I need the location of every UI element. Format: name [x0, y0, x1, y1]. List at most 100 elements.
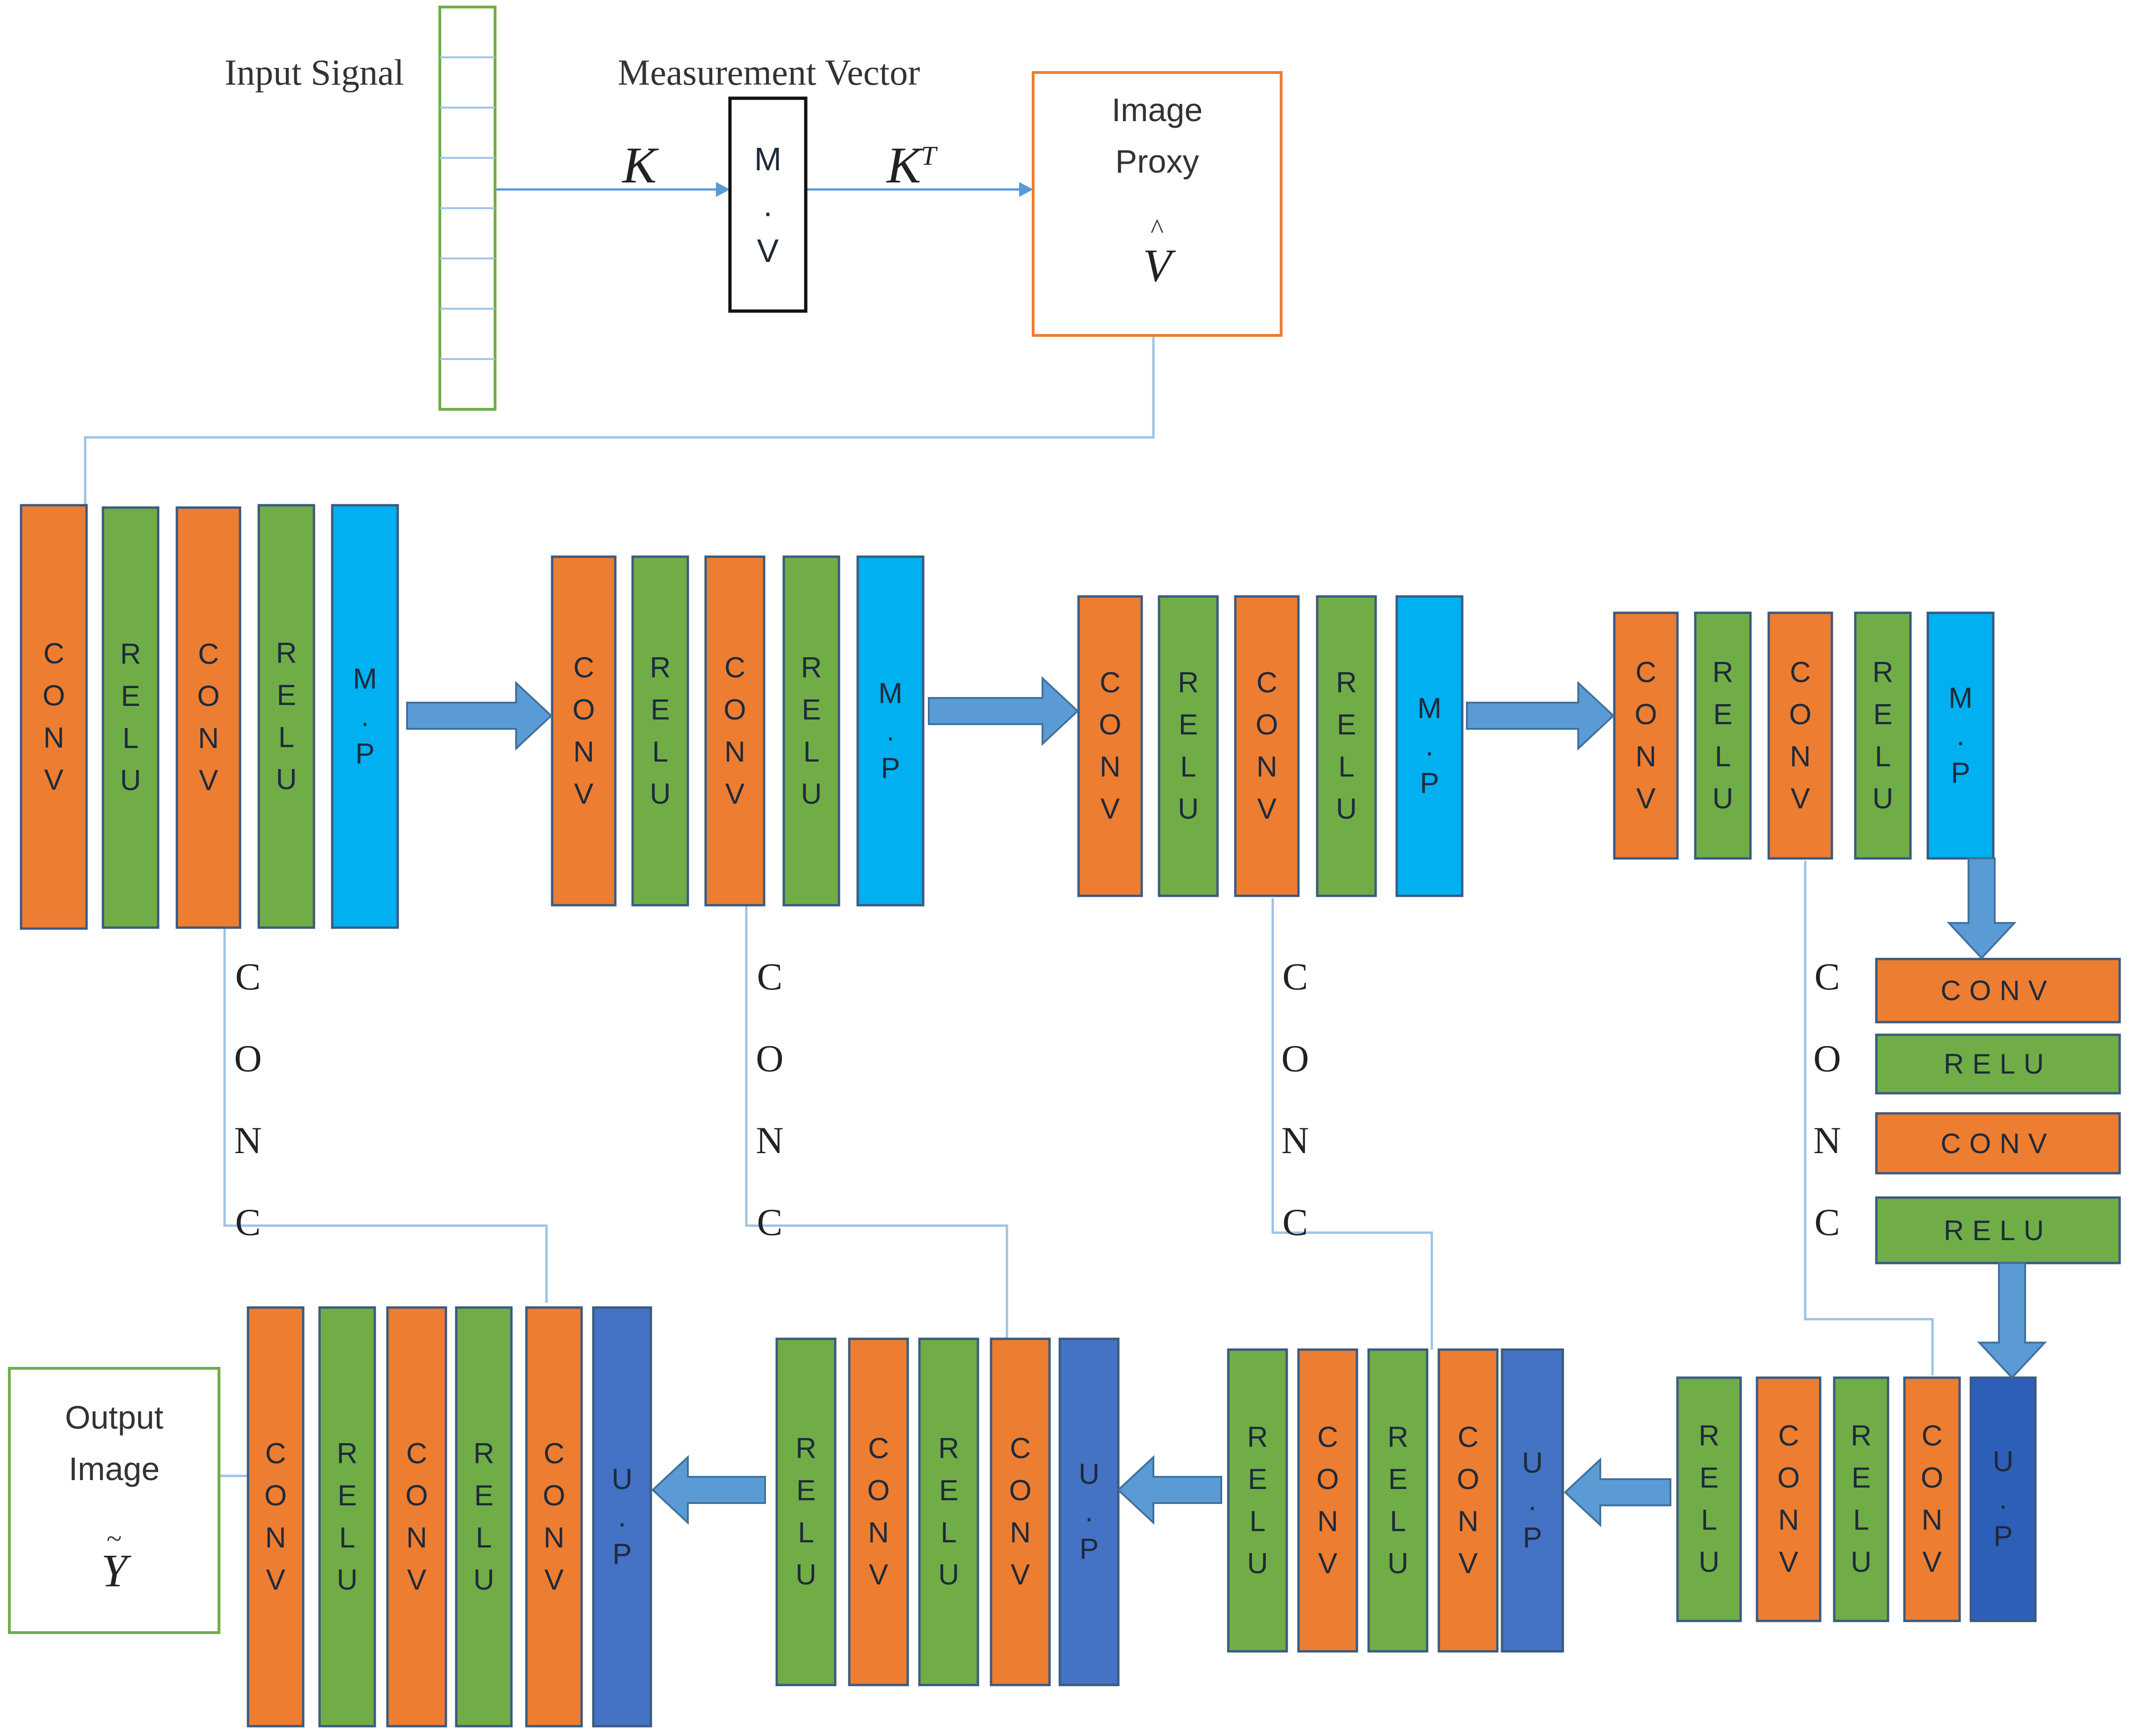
arrow-enc2-to-enc3	[928, 676, 1079, 746]
bottleneck-conv-label: CONV	[1940, 975, 2056, 1006]
output-image-line1: Output	[65, 1399, 164, 1436]
layer-label-letter: U	[795, 1559, 817, 1591]
image-proxy-symbol: V	[1143, 240, 1172, 291]
layer-label-letter: U	[1712, 782, 1734, 815]
layer-label-letter: C	[868, 1432, 889, 1465]
layer-label-letter: N	[1317, 1505, 1338, 1538]
layer-label-letter: L	[339, 1521, 356, 1554]
image-proxy-line2: Proxy	[1115, 143, 1199, 180]
layer-label-letter: R	[336, 1437, 358, 1470]
kt-superscript: T	[921, 140, 936, 171]
mp-layer-label: M.P	[1928, 613, 1993, 858]
layer-label-letter: O	[1777, 1462, 1800, 1494]
layer-label-letter: P	[612, 1538, 632, 1570]
mp-layer-block	[331, 504, 399, 929]
bottleneck-relu-label: RELU	[1943, 1214, 2053, 1246]
layer-label-letter: C	[1778, 1420, 1799, 1452]
relu-layer-block	[775, 1337, 837, 1686]
conv-layer-block	[1767, 611, 1833, 860]
layer-label-letter: E	[1178, 709, 1198, 741]
layer-label-letter: L	[1180, 751, 1196, 783]
layer-label-letter: L	[1701, 1504, 1717, 1536]
layer-label-letter: R	[649, 651, 671, 684]
relu-layer-block	[1676, 1376, 1742, 1622]
relu-layer-block	[1833, 1376, 1889, 1622]
up-layer-block	[1969, 1376, 2037, 1622]
layer-label-letter: M	[1948, 682, 1973, 714]
relu-layer-block	[631, 555, 689, 907]
layer-label-letter: C	[543, 1437, 565, 1470]
image-proxy-accent: ^	[1150, 213, 1164, 244]
arrow-bottleneck-to-dec4	[1977, 1262, 2047, 1379]
arrow-dec2-to-dec1	[651, 1455, 766, 1525]
arrow-enc3-to-enc4	[1466, 681, 1615, 751]
layer-label-letter: E	[1336, 709, 1356, 741]
conv-layer-block	[1613, 611, 1679, 860]
layer-label-letter: L	[1390, 1505, 1406, 1538]
layer-label-letter: R	[473, 1437, 495, 1470]
concat-letter: C	[1282, 1201, 1308, 1243]
layer-label-letter: L	[1249, 1505, 1266, 1538]
layer-label-letter: V	[1458, 1547, 1478, 1580]
skip-connection-4	[1804, 861, 1934, 1375]
layer-label-letter: R	[1178, 667, 1199, 699]
output-image-box	[8, 1367, 220, 1634]
connector-lines	[84, 182, 1934, 1477]
mv-box-label: M . V	[730, 98, 806, 311]
conv-layer-block	[704, 555, 766, 907]
relu-layer-block	[1694, 611, 1752, 860]
layer-label-letter: V	[407, 1563, 427, 1596]
layer-label-letter: C	[1100, 667, 1121, 699]
mp-layer-label: M.P	[1397, 596, 1462, 896]
layer-label-letter: P	[1523, 1521, 1542, 1554]
layer-label-letter: V	[544, 1563, 564, 1596]
mv-letter: V	[757, 232, 779, 269]
bottleneck-conv-block	[1875, 1112, 2121, 1175]
conv-layer-block	[990, 1337, 1051, 1686]
k-label: K	[622, 137, 657, 194]
layer-label-letter: P	[1079, 1533, 1099, 1565]
conv-layer-block	[1077, 595, 1143, 897]
bottleneck-relu-label: RELU	[1943, 1048, 2053, 1080]
relu-layer-block	[1158, 595, 1219, 897]
layer-label-letter: V	[1790, 782, 1810, 815]
layer-label-letter: O	[542, 1479, 566, 1512]
layer-label-letter: M	[353, 662, 377, 695]
layer-label-letter: E	[1699, 1462, 1719, 1494]
layer-label-letter: .	[1085, 1496, 1094, 1528]
concat-letter: C	[1282, 955, 1308, 998]
layer-label-letter: O	[572, 693, 595, 726]
layer-label-letter: O	[1255, 709, 1278, 741]
layer-label-letter: N	[1790, 740, 1811, 773]
layer-label-letter: O	[1789, 698, 1812, 731]
concat-letter: C	[757, 955, 783, 998]
layer-label-letter: U	[1336, 793, 1357, 825]
conv-layer-block	[551, 555, 617, 907]
concat-letter: N	[1813, 1119, 1841, 1162]
layer-label-letter: L	[1714, 740, 1731, 773]
layer-label-letter: N	[406, 1521, 427, 1554]
conv-layer-block	[1903, 1376, 1961, 1622]
layer-label-letter: U	[1992, 1445, 2014, 1478]
layer-label-letter: O	[1316, 1463, 1339, 1496]
layer-label-letter: E	[802, 693, 821, 726]
arrow-enc4-to-bottleneck	[1947, 857, 2017, 959]
layer-label-letter: P	[1993, 1520, 2013, 1553]
